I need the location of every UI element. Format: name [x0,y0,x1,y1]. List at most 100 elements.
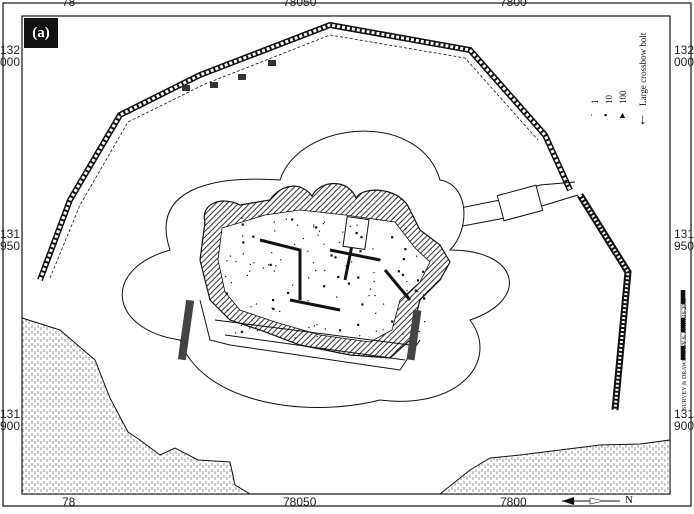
find-marker [241,217,243,219]
find-marker [406,281,408,283]
find-marker [406,289,408,292]
wall-towers [182,60,276,91]
find-marker [382,329,384,331]
find-marker [374,295,376,297]
find-marker [336,296,338,298]
find-marker [302,238,304,240]
outer-wall-inner [38,23,572,281]
legend-arrow-icon: ↓ [639,112,647,128]
find-marker [383,303,385,305]
find-marker [401,273,404,276]
find-marker [338,241,341,244]
find-marker [249,327,251,329]
find-marker [249,270,251,272]
find-marker [324,269,326,272]
coord-top-2: 78050 [283,0,317,9]
find-marker [372,248,374,250]
find-marker [404,248,407,251]
find-marker [339,329,342,332]
find-marker [375,312,377,314]
find-marker [262,267,264,269]
finds-legend: · 1 ▪ 10 ▲ 100 ↓ Large crossbow bolt [584,33,648,160]
find-marker [373,272,375,274]
find-marker [345,265,347,267]
find-marker [402,333,404,335]
find-marker [324,328,326,330]
find-marker [271,252,273,254]
find-marker [225,275,227,278]
find-marker [402,258,405,261]
outer-wall-east [577,193,632,411]
find-marker [361,303,364,306]
find-marker [424,321,426,323]
inner-line [49,34,539,279]
find-marker [337,275,340,279]
find-marker [274,230,276,232]
find-marker [359,335,361,337]
find-marker [235,261,237,263]
find-marker [313,226,315,228]
find-marker [372,257,374,259]
find-marker [229,255,231,257]
find-marker [292,284,294,286]
find-marker [252,235,255,238]
finds-scatter [225,215,426,339]
find-marker [323,243,325,245]
gate-tower [496,184,544,222]
find-marker [271,307,273,309]
find-marker [240,330,244,333]
find-marker [316,335,318,338]
legend-label-2: 10 [604,95,614,104]
legend-symbol-1: · [590,110,593,120]
find-marker [256,330,259,332]
coord-bottom-1: 78 [62,495,76,509]
find-marker [246,274,248,276]
find-marker [253,262,255,264]
find-marker [307,300,309,302]
find-marker [307,250,309,252]
find-marker [417,291,419,293]
find-marker [287,291,290,295]
find-marker [312,262,315,264]
find-marker [414,289,417,292]
find-marker [368,294,370,297]
north-arrow-icon [562,497,620,505]
find-marker [242,253,244,255]
coord-top-3: 7800 [500,0,527,9]
find-marker [230,282,232,284]
find-marker [347,263,350,266]
find-marker [226,260,228,262]
find-marker [242,241,245,244]
find-marker [255,303,258,305]
find-marker [334,256,337,259]
find-marker [250,306,252,308]
find-marker [226,309,228,311]
outer-frame [2,2,692,507]
internal-walls [259,229,412,312]
find-marker [272,299,275,302]
find-marker [249,263,251,265]
find-marker [241,223,244,226]
find-marker [285,218,287,220]
find-marker [279,310,281,312]
legend-label-3: 100 [618,90,628,105]
find-marker [342,231,344,233]
find-marker [323,285,326,288]
find-marker [375,330,377,332]
find-marker [391,236,394,239]
find-marker [269,263,272,266]
find-marker [225,292,228,295]
north-label: N [625,494,633,506]
scale-bar [680,290,686,360]
find-marker [355,232,358,235]
find-marker [317,234,319,236]
find-marker [359,250,362,253]
legend-label-4: Large crossbow bolt [638,32,648,106]
sea-area-right [438,439,671,495]
find-marker [273,221,275,223]
find-marker [379,259,381,261]
